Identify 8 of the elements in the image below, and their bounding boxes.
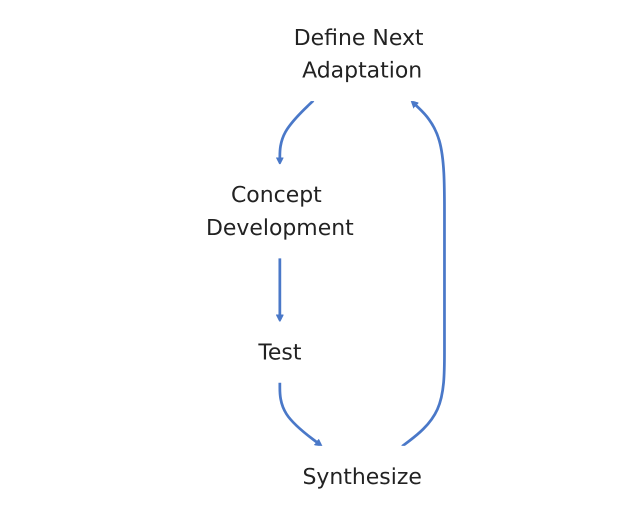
node-text: Concept Development — [206, 182, 354, 241]
node-text: Test — [258, 339, 302, 365]
node-text: Synthesize — [302, 464, 422, 490]
arrow — [278, 382, 323, 447]
arrow — [276, 258, 284, 322]
arrow — [276, 100, 314, 165]
arrow — [401, 100, 446, 448]
node-text: Define Next Adaptation — [294, 24, 424, 84]
